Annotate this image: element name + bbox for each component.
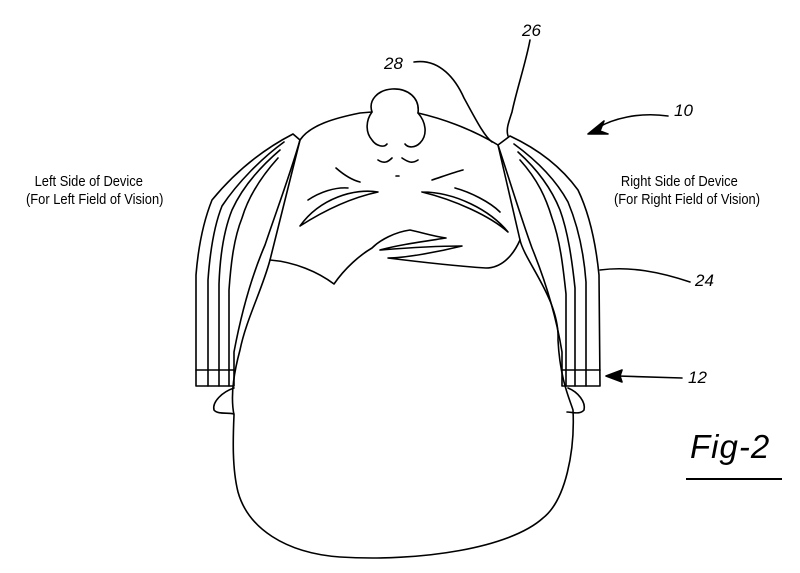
reference-numeral-10: 10: [674, 101, 693, 120]
brow-right: [421, 191, 509, 233]
leader-24: [599, 267, 691, 283]
left-device-panel: [195, 133, 301, 387]
left-side-label-line2: (For Left Field of Vision): [26, 191, 164, 208]
figure-label-underline: [686, 478, 782, 480]
arrow-10: [593, 113, 669, 131]
left-ear: [212, 387, 235, 415]
left-side-label: Left Side of Device (For Left Field of V…: [26, 173, 163, 209]
arrowhead-10: [587, 120, 609, 135]
figure-label: Fig-2: [690, 428, 771, 465]
head-outline: [231, 88, 575, 559]
reference-numeral-24: 24: [695, 271, 714, 290]
right-side-label-line2: (For Right Field of Vision): [614, 191, 761, 208]
left-side-label-line1: Left Side of Device: [34, 173, 143, 190]
nose-tip-right: [401, 157, 419, 163]
cheek-right: [431, 169, 464, 181]
eye-right-line: [454, 187, 501, 213]
reference-numeral-26: 26: [522, 21, 541, 40]
right-side-label-line1: Right Side of Device: [620, 173, 738, 190]
reference-numeral-28: 28: [384, 54, 403, 73]
leader-28: [413, 60, 493, 143]
reference-numeral-12: 12: [688, 368, 707, 387]
right-device-panel: [497, 135, 601, 387]
cheek-left: [335, 167, 361, 183]
arrow-12: [617, 375, 683, 379]
right-side-label: Right Side of Device (For Right Field of…: [614, 173, 760, 209]
hairline: [269, 229, 521, 285]
brow-left: [299, 190, 379, 227]
nose-left-wing: [366, 111, 388, 147]
nose-right-wing: [404, 112, 426, 148]
right-ear: [566, 387, 586, 414]
leader-26: [506, 39, 531, 137]
eye-left-line: [307, 187, 349, 201]
arrowhead-12: [605, 369, 623, 383]
nose-tip-left: [377, 157, 393, 163]
